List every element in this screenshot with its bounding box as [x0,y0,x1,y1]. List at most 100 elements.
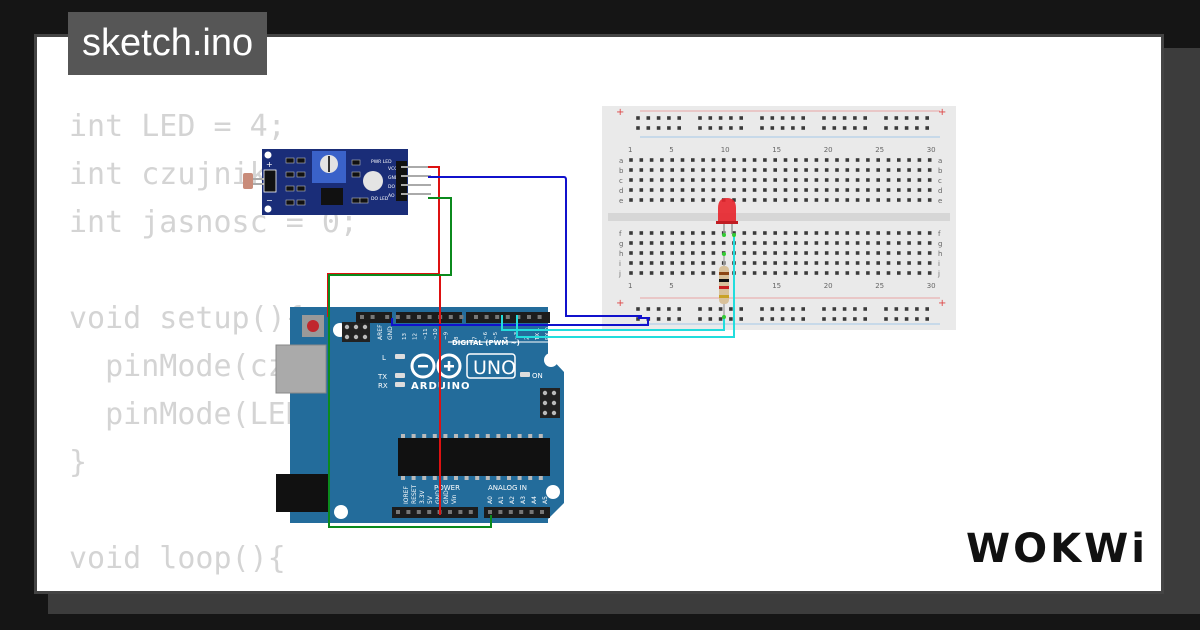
breadboard-hole[interactable] [752,178,757,182]
breadboard-hole[interactable] [907,198,911,202]
breadboard-hole[interactable] [794,198,798,202]
breadboard-hole[interactable] [835,198,839,202]
breadboard-hole[interactable] [721,168,726,172]
breadboard-hole[interactable] [742,231,747,235]
breadboard-hole[interactable] [876,261,880,265]
breadboard-hole[interactable] [783,271,788,275]
breadboard-hole[interactable] [629,168,633,172]
header-pin[interactable] [508,510,513,514]
rail-hole[interactable] [718,317,723,321]
breadboard-hole[interactable] [907,251,911,255]
breadboard-hole[interactable] [629,241,633,245]
rail-hole[interactable] [739,126,743,130]
breadboard-hole[interactable] [701,241,705,245]
breadboard-hole[interactable] [773,241,777,245]
breadboard-hole[interactable] [660,251,664,255]
rail-hole[interactable] [842,317,847,321]
breadboard-hole[interactable] [824,231,829,235]
breadboard-hole[interactable] [886,271,891,275]
breadboard-hole[interactable] [897,158,901,162]
breadboard-hole[interactable] [649,251,654,255]
breadboard-hole[interactable] [721,158,726,162]
breadboard-hole[interactable] [794,271,798,275]
breadboard-hole[interactable] [855,261,860,265]
breadboard-hole[interactable] [639,168,644,172]
breadboard-hole[interactable] [835,271,839,275]
breadboard-hole[interactable] [773,188,777,192]
rail-hole[interactable] [801,116,805,120]
rail-hole[interactable] [894,126,899,130]
breadboard-hole[interactable] [742,241,747,245]
breadboard-hole[interactable] [763,178,767,182]
breadboard-hole[interactable] [670,261,674,265]
rail-hole[interactable] [915,307,919,311]
rail-hole[interactable] [884,116,888,120]
breadboard-hole[interactable] [824,251,829,255]
breadboard-hole[interactable] [917,261,922,265]
breadboard-hole[interactable] [701,261,705,265]
rail-hole[interactable] [636,307,640,311]
header-pin[interactable] [406,315,411,319]
breadboard-hole[interactable] [649,271,654,275]
breadboard-hole[interactable] [917,231,922,235]
sensor-pin-vcc[interactable] [401,166,431,168]
breadboard-hole[interactable] [917,271,922,275]
breadboard-hole[interactable] [660,198,664,202]
header-pin[interactable] [427,315,432,319]
breadboard-hole[interactable] [660,188,664,192]
breadboard-hole[interactable] [639,158,644,162]
header-pin[interactable] [529,510,534,514]
rail-hole[interactable] [915,116,919,120]
breadboard-hole[interactable] [927,261,932,265]
breadboard-hole[interactable] [639,198,644,202]
breadboard-hole[interactable] [752,231,757,235]
breadboard-hole[interactable] [711,198,716,202]
header-pin[interactable] [519,510,524,514]
breadboard-hole[interactable] [711,168,716,172]
breadboard-hole[interactable] [804,198,808,202]
breadboard-hole[interactable] [835,158,839,162]
header-pin[interactable] [416,510,421,514]
breadboard-hole[interactable] [824,188,829,192]
rail-hole[interactable] [925,116,929,120]
rail-hole[interactable] [698,307,702,311]
breadboard-hole[interactable] [814,271,819,275]
rail-hole[interactable] [904,116,909,120]
breadboard-hole[interactable] [794,231,798,235]
breadboard-hole[interactable] [783,198,788,202]
rail-hole[interactable] [698,126,702,130]
breadboard-hole[interactable] [897,168,901,172]
sensor-pin-do[interactable] [401,184,431,186]
rail-hole[interactable] [718,116,723,120]
breadboard-hole[interactable] [763,188,767,192]
rail-hole[interactable] [636,116,640,120]
rail-hole[interactable] [780,116,785,120]
rail-hole[interactable] [780,126,785,130]
rail-hole[interactable] [863,307,867,311]
breadboard-hole[interactable] [773,178,777,182]
header-pin[interactable] [459,315,464,319]
rail-hole[interactable] [739,317,743,321]
breadboard-hole[interactable] [855,178,860,182]
rail-hole[interactable] [656,126,661,130]
rail-hole[interactable] [832,317,837,321]
rail-hole[interactable] [842,116,847,120]
breadboard-hole[interactable] [917,251,922,255]
breadboard-hole[interactable] [804,178,808,182]
breadboard-hole[interactable] [886,231,891,235]
breadboard-hole[interactable] [721,178,726,182]
breadboard-hole[interactable] [742,198,747,202]
breadboard-hole[interactable] [711,178,716,182]
breadboard-hole[interactable] [701,158,705,162]
header-pin[interactable] [468,510,473,514]
breadboard-hole[interactable] [763,231,767,235]
rail-hole[interactable] [832,116,837,120]
breadboard-hole[interactable] [835,188,839,192]
rail-hole[interactable] [791,126,795,130]
breadboard-hole[interactable] [804,251,808,255]
breadboard-hole[interactable] [927,158,932,162]
rail-hole[interactable] [698,317,702,321]
breadboard-hole[interactable] [639,188,644,192]
rail-hole[interactable] [677,126,681,130]
breadboard-hole[interactable] [855,188,860,192]
